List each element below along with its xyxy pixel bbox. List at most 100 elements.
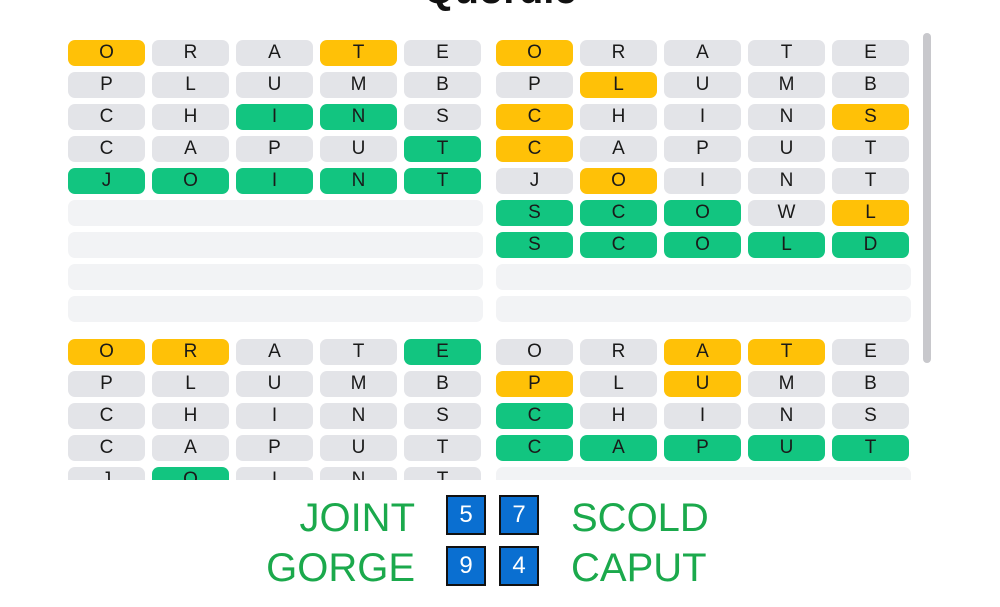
- letter-tile: A: [580, 136, 657, 162]
- letter-tile: B: [404, 371, 481, 397]
- letter-tile: T: [404, 435, 481, 461]
- letter-tile: N: [320, 403, 397, 429]
- letter-tile: N: [748, 403, 825, 429]
- letter-tile: L: [748, 232, 825, 258]
- letter-tile: A: [236, 40, 313, 66]
- letter-tile: M: [320, 371, 397, 397]
- letter-tile: C: [496, 435, 573, 461]
- letter-tile: T: [832, 168, 909, 194]
- letter-tile: N: [748, 168, 825, 194]
- guess-count-badge-4: 4: [499, 546, 539, 586]
- letter-tile: C: [68, 136, 145, 162]
- guess-count-badge-1: 5: [446, 495, 486, 535]
- letter-tile: C: [68, 104, 145, 130]
- letter-tile: T: [832, 136, 909, 162]
- letter-tile: P: [496, 72, 573, 98]
- letter-tile: S: [496, 232, 573, 258]
- letter-tile: I: [664, 168, 741, 194]
- letter-tile: P: [236, 435, 313, 461]
- letter-tile: R: [580, 339, 657, 365]
- empty-guess-row: [496, 264, 911, 290]
- letter-tile: O: [152, 168, 229, 194]
- letter-tile: R: [580, 40, 657, 66]
- letter-tile: U: [748, 136, 825, 162]
- letter-tile: E: [832, 339, 909, 365]
- letter-tile: H: [152, 104, 229, 130]
- letter-tile: O: [580, 168, 657, 194]
- letter-tile: N: [320, 104, 397, 130]
- letter-tile: C: [496, 136, 573, 162]
- letter-tile: O: [496, 40, 573, 66]
- letter-tile: O: [68, 339, 145, 365]
- letter-tile: C: [496, 104, 573, 130]
- letter-tile: O: [664, 232, 741, 258]
- letter-tile: C: [580, 200, 657, 226]
- letter-tile: U: [664, 371, 741, 397]
- letter-tile: J: [496, 168, 573, 194]
- letter-tile: P: [496, 371, 573, 397]
- letter-tile: P: [236, 136, 313, 162]
- letter-tile: M: [320, 72, 397, 98]
- letter-tile: I: [236, 168, 313, 194]
- letter-tile: B: [832, 371, 909, 397]
- empty-guess-row: [496, 467, 911, 480]
- letter-tile: J: [68, 168, 145, 194]
- letter-tile: B: [404, 72, 481, 98]
- letter-tile: T: [404, 168, 481, 194]
- letter-tile: P: [664, 136, 741, 162]
- empty-guess-row: [68, 200, 483, 226]
- letter-tile: I: [664, 403, 741, 429]
- summary-word-2: SCOLD: [571, 496, 709, 540]
- letter-tile: R: [152, 40, 229, 66]
- letter-tile: T: [320, 40, 397, 66]
- guess-count-badge-3: 9: [446, 546, 486, 586]
- letter-tile: O: [496, 339, 573, 365]
- letter-tile: S: [832, 403, 909, 429]
- summary-word-3: GORGE: [266, 546, 415, 590]
- letter-tile: T: [320, 339, 397, 365]
- letter-tile: I: [664, 104, 741, 130]
- letter-tile: N: [320, 168, 397, 194]
- letter-tile: P: [68, 72, 145, 98]
- letter-tile: I: [236, 104, 313, 130]
- letter-tile: P: [664, 435, 741, 461]
- scrollbar-thumb[interactable]: [923, 33, 931, 363]
- letter-tile: T: [748, 339, 825, 365]
- empty-guess-row: [68, 296, 483, 322]
- letter-tile: S: [404, 403, 481, 429]
- letter-tile: H: [580, 403, 657, 429]
- letter-tile: E: [832, 40, 909, 66]
- letter-tile: N: [748, 104, 825, 130]
- empty-guess-row: [68, 232, 483, 258]
- letter-tile: L: [152, 371, 229, 397]
- letter-tile: R: [152, 339, 229, 365]
- letter-tile: T: [748, 40, 825, 66]
- letter-tile: H: [580, 104, 657, 130]
- letter-tile: S: [832, 104, 909, 130]
- letter-tile: A: [152, 435, 229, 461]
- letter-tile: A: [664, 339, 741, 365]
- letter-tile: U: [664, 72, 741, 98]
- letter-tile: B: [832, 72, 909, 98]
- letter-tile: T: [832, 435, 909, 461]
- summary-word-1: JOINT: [299, 496, 415, 540]
- letter-tile: C: [580, 232, 657, 258]
- letter-tile: T: [404, 136, 481, 162]
- letter-tile: S: [496, 200, 573, 226]
